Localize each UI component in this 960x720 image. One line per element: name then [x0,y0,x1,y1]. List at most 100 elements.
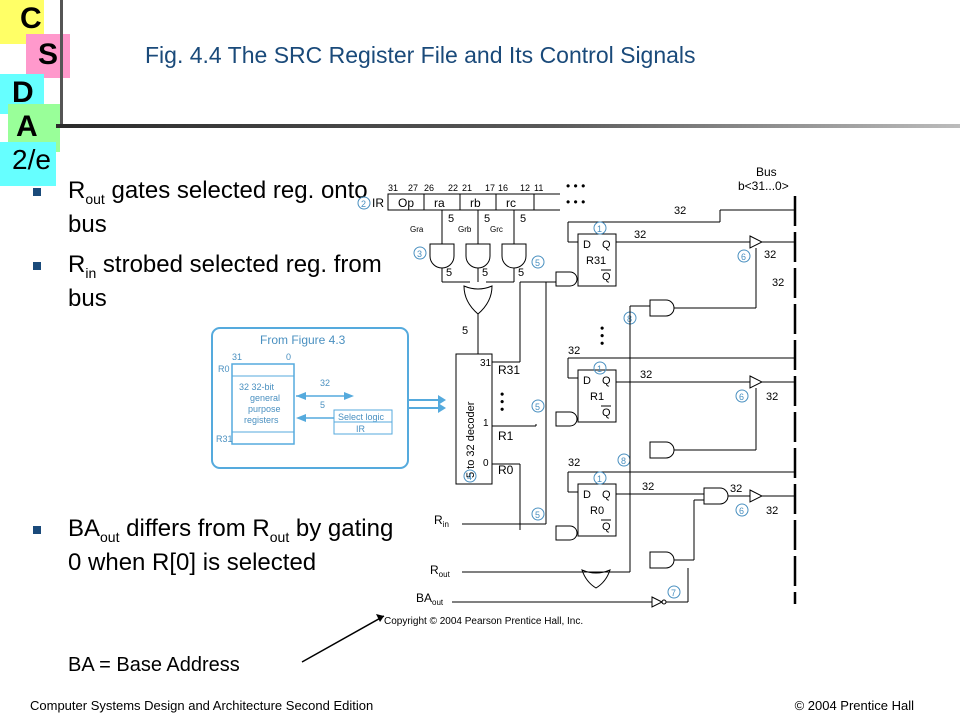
signal-baout: BAout [416,591,444,607]
decoder-5to32 [455,353,493,485]
decoder-label: 5 to 32 decoder [465,401,477,478]
svg-text:5: 5 [535,258,540,268]
svg-text:R0: R0 [590,505,604,517]
svg-text:32: 32 [766,391,778,403]
bullet-list-bottom: BAout differs from Rout by gating 0 when… [30,516,408,590]
logo-letter-a: A [16,110,38,143]
svg-text:1: 1 [597,364,602,374]
gate-label-gra: Gra [410,225,424,234]
inset-r31: R31 [216,434,233,444]
svg-text:6: 6 [739,506,744,516]
register-dots: • • • [595,326,609,345]
logo-letter-d: D [12,76,34,109]
svg-text:8: 8 [621,456,626,466]
signal-rout: Rout [430,563,451,579]
ir-bit-27: 27 [408,183,418,193]
register-block-r0: D Q R0 Q 32 32 32 32 1 6 5 [531,457,795,569]
inset-ir-box [333,421,393,435]
decoder-out-1: 1 [483,418,489,429]
ir-dots-top: • • • [566,179,585,193]
svg-text:32: 32 [766,505,778,517]
gate-label-grc: Grc [490,225,503,234]
ir-field-rb: rb [470,196,481,210]
svg-text:32: 32 [640,369,652,381]
circled-7: 7 [671,588,676,598]
ir-bit-16: 16 [498,183,508,193]
svg-text:5: 5 [518,267,524,279]
bullet-baout: BAout differs from Rout by gating 0 when… [30,516,408,576]
svg-text:8: 8 [627,314,632,324]
header-vertical-rule [60,0,63,128]
svg-text:R1: R1 [590,391,604,403]
ir-bit-26: 26 [424,183,434,193]
svg-text:D: D [583,489,591,501]
gate-and-rc [501,243,527,269]
circled-4: 4 [467,472,472,482]
svg-text:32: 32 [642,481,654,493]
logo-block-cyan2 [0,142,56,186]
ir-bit-11: 11 [534,183,543,193]
line-r31: R31 [498,363,520,377]
register-block-r1: D Q R1 Q 32 32 32 1 6 5 8 [531,345,795,467]
svg-text:5: 5 [535,510,540,520]
svg-text:R31: R31 [586,255,606,267]
inset-select-logic [333,409,393,423]
svg-text:32: 32 [772,277,784,289]
slide-title: Fig. 4.4 The SRC Register File and Its C… [145,42,696,68]
svg-text:D: D [583,375,591,387]
logo-letter-c: C [20,2,42,35]
inset-r0: R0 [218,364,230,374]
gate-and-ra [429,243,455,269]
ir-register [387,193,535,211]
inset-bit31: 31 [232,352,242,362]
inset-width32: 32 [320,378,330,388]
svg-text:Q: Q [602,521,611,533]
inset-select-label: Select logic [338,412,385,422]
bullet-list-top: Rout gates selected reg. onto bus Rin st… [30,178,408,326]
svg-text:1: 1 [597,474,602,484]
svg-text:32: 32 [674,205,686,217]
svg-text:Q: Q [602,489,611,501]
ir-bit-17: 17 [485,183,495,193]
inset-width5: 5 [320,400,325,410]
bus-label: Bus [756,165,777,179]
circled-3: 3 [417,249,422,259]
inset-line-4: registers [244,415,279,425]
header-horizontal-rule [56,124,960,128]
ir-field-rc: rc [506,196,516,210]
svg-text:Q: Q [602,407,611,419]
inset-line-2: general [250,393,280,403]
decoder-dots: • • • [495,392,509,411]
ir-dots-bottom: • • • [566,195,585,209]
svg-text:32: 32 [634,229,646,241]
svg-text:D: D [583,239,591,251]
svg-text:Q: Q [602,239,611,251]
svg-text:5: 5 [482,267,488,279]
ir-bit-22: 22 [448,183,458,193]
inset-line-3: purpose [248,404,281,414]
inset-line-1: 32 32-bit [239,382,275,392]
inset-bit0: 0 [286,352,291,362]
svg-text:6: 6 [741,252,746,262]
decoder-out-0: 0 [483,458,489,469]
svg-text:5: 5 [520,213,526,225]
figure-copyright: Copyright © 2004 Pearson Prentice Hall, … [384,616,583,627]
ir-field-ra: ra [434,196,445,210]
bullet-rout: Rout gates selected reg. onto bus [30,178,408,238]
inset-panel [211,327,409,469]
gate-or-baout [581,569,611,589]
line-r1: R1 [498,429,514,443]
logo-letter-s: S [38,38,59,71]
gate-or-select [463,285,493,315]
svg-text:Q: Q [602,375,611,387]
ir-bit-12: 12 [520,183,530,193]
bullet-rin: Rin strobed selected reg. from bus [30,251,408,312]
inset-ir-label: IR [356,424,366,434]
base-address-pointer [301,615,385,663]
inset-title: From Figure 4.3 [260,333,346,347]
bus-range: b<31...0> [738,179,789,193]
gate-label-grb: Grb [458,225,472,234]
svg-text:5: 5 [448,213,454,225]
svg-text:32: 32 [764,249,776,261]
